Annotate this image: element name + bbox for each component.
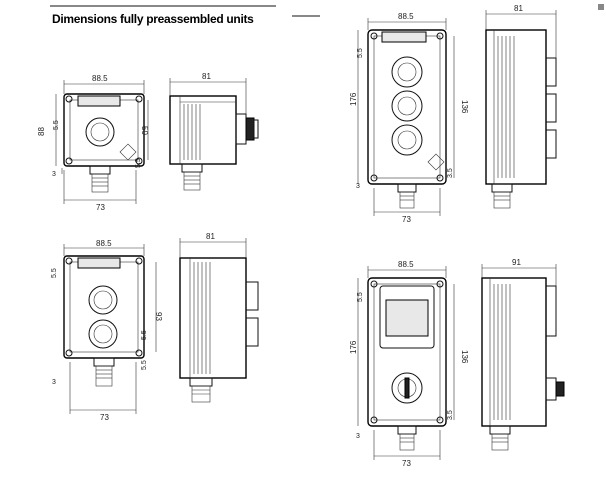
fig2-side-view [179, 238, 259, 403]
fig2-width: 88.5 [96, 239, 112, 248]
fig2-side-small: 5.5 [141, 330, 148, 340]
corner-mark [598, 4, 604, 10]
fig1-small3: 5.5 [135, 158, 142, 168]
fig4-depth: 91 [512, 258, 521, 267]
fig3-height: 176 [349, 92, 358, 106]
fig2-small3: 5.5 [141, 360, 148, 370]
fig2-depth: 81 [206, 232, 215, 241]
fig1-bottom: 73 [96, 203, 105, 212]
fig1-height: 88 [37, 127, 46, 136]
fig2-front-view [63, 244, 157, 414]
fig1-width: 88.5 [92, 74, 108, 83]
fig1-hole: 50 [140, 126, 149, 135]
fig4-side-view [481, 264, 565, 451]
fig4-small1: 3 [356, 433, 360, 440]
fig1-side-view [169, 78, 259, 191]
page-title: Dimensions fully preassembled units [52, 12, 254, 26]
fig1-front-view [55, 80, 149, 204]
fig4-width: 88.5 [398, 260, 414, 269]
fig3-side-view [485, 10, 557, 209]
fig3-small3: 3.5 [447, 168, 454, 178]
fig1-small2: 5.5 [53, 120, 60, 130]
fig3-small2: 5.5 [357, 48, 364, 58]
fig2-bottom: 73 [100, 413, 109, 422]
fig2-small2: 5.5 [51, 268, 58, 278]
fig4-small3: 3.5 [447, 410, 454, 420]
fig3-bottom: 73 [402, 215, 411, 224]
fig3-depth: 81 [514, 4, 523, 13]
fig4-small2: 5.5 [357, 292, 364, 302]
fig2-small1: 3 [52, 379, 56, 386]
fig1-depth: 81 [202, 72, 211, 81]
fig4-inner: 136 [460, 350, 469, 364]
fig3-small1: 3 [356, 183, 360, 190]
fig2-height: 93 [154, 312, 163, 321]
fig4-height: 176 [349, 340, 358, 354]
fig1-small1: 3 [52, 171, 56, 178]
fig4-bottom: 73 [402, 459, 411, 468]
fig3-front-view [357, 18, 455, 216]
fig4-front-view [357, 266, 455, 460]
fig3-inner: 136 [460, 100, 469, 114]
fig3-width: 88.5 [398, 12, 414, 21]
